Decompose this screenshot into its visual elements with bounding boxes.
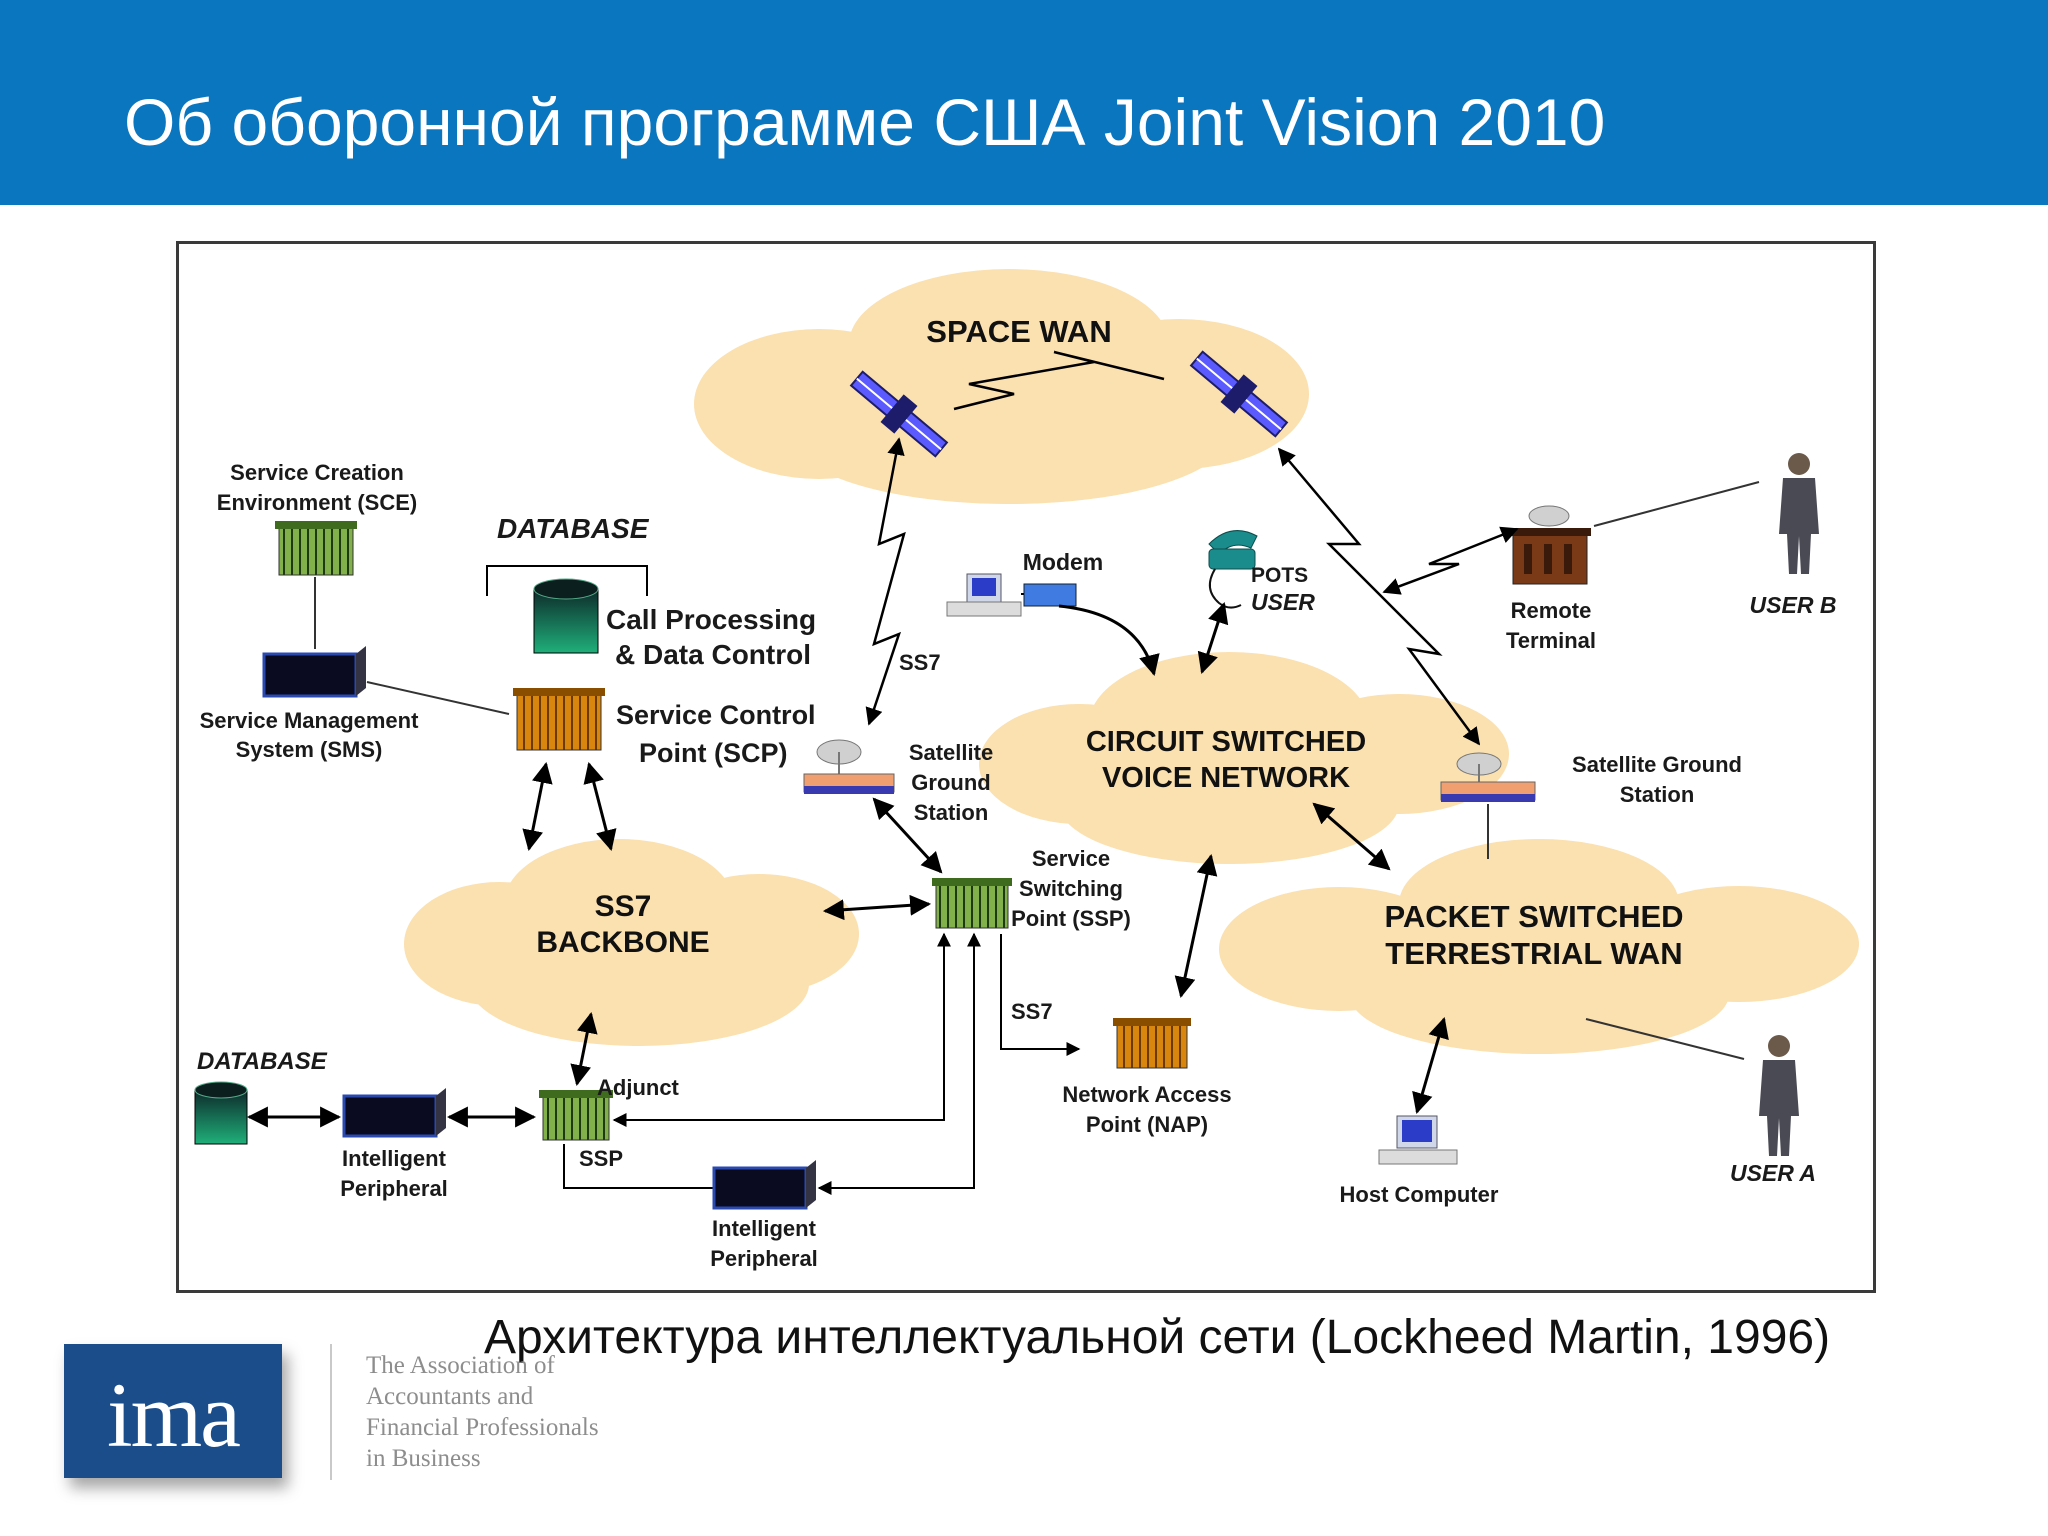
modem-label: Modem (1023, 549, 1104, 575)
org-line: in Business (366, 1445, 481, 1472)
sms-terminal-icon (262, 646, 366, 698)
remote-terminal-label-line1: Remote (1511, 598, 1592, 623)
organization-name: The Association of Accountants and Finan… (366, 1350, 666, 1474)
user-a-connector (1585, 1018, 1745, 1060)
remote-terminal-icon (1509, 505, 1591, 585)
org-line: The Association of (366, 1352, 555, 1379)
ss7-adjunct-arrow (570, 1011, 598, 1087)
remote-terminal-label-line2: Terminal (1506, 628, 1596, 653)
user-b-connector (1593, 481, 1760, 527)
database-bottom-icon (194, 1081, 248, 1145)
ip-bottom-label-line2: Peripheral (710, 1246, 818, 1271)
cpdc-label-line2: & Data Control (615, 639, 811, 670)
adjunct-ssp-building-icon (539, 1090, 613, 1141)
sms-label-line2: System (SMS) (236, 737, 383, 762)
org-line: Accountants and (366, 1383, 534, 1410)
ss7-lower-label: SS7 (1011, 999, 1053, 1024)
satellite-ground-station-left-icon (803, 739, 895, 794)
ss7-ssp-arrow (822, 894, 932, 921)
nap-building-icon (1113, 1018, 1191, 1069)
station-ssp-arrow (872, 797, 943, 874)
user-b-person-icon (1779, 453, 1819, 574)
scp-building-icon (513, 688, 605, 751)
space-wan-label: SPACE WAN (926, 314, 1111, 349)
database-top-label: DATABASE (497, 513, 650, 544)
circuit-switched-label-line1: CIRCUIT SWITCHED (1086, 726, 1366, 758)
pots-label-line2: USER (1251, 589, 1315, 615)
ss7-backbone-label-line2: BACKBONE (536, 926, 709, 959)
sce-label-line2: Environment (SCE) (217, 490, 417, 515)
telephone-icon (1208, 530, 1258, 609)
circuit-nap-arrow (1174, 853, 1218, 999)
diagram-frame: SPACE WAN CIRCUIT SWITCHED VOICE NETWORK… (176, 241, 1876, 1293)
sms-scp-connector (366, 681, 510, 715)
ip-bottom-ssp-link (817, 932, 981, 1195)
circuit-switched-label-line2: VOICE NETWORK (1102, 762, 1350, 794)
ssp-small-label: SSP (579, 1146, 623, 1171)
sgs-left-label-line2: Ground (911, 770, 990, 795)
database-bottom-label: DATABASE (197, 1048, 328, 1075)
ssp-label-line3: Point (SSP) (1011, 906, 1131, 931)
ima-logo: ima (64, 1344, 282, 1478)
nap-label-line1: Network Access (1062, 1082, 1231, 1107)
ip-bottom-label-line1: Intelligent (712, 1216, 817, 1241)
adjunct-label: Adjunct (597, 1075, 680, 1100)
cpdc-label-line1: Call Processing (606, 604, 816, 635)
satellite-link (953, 350, 1165, 411)
scp-label-line2: Point (SCP) (639, 738, 788, 768)
ima-logo-mark: ima (107, 1364, 241, 1466)
user-a-person-icon (1759, 1035, 1799, 1156)
nap-label-line2: Point (NAP) (1086, 1112, 1208, 1137)
sgs-left-label-line3: Station (914, 800, 989, 825)
packet-host-arrow (1412, 1016, 1449, 1115)
intelligent-peripheral-bottom-icon (712, 1160, 816, 1210)
org-line: Financial Professionals (366, 1414, 599, 1441)
ssp-label-line1: Service (1032, 846, 1110, 871)
header-bar: Об оборонной программе США Joint Vision … (0, 0, 2048, 205)
page-title: Об оборонной программе США Joint Vision … (124, 85, 1606, 159)
modem-circuit-arrow (1058, 604, 1160, 677)
space-to-right-station-link (1277, 447, 1481, 746)
remote-terminal-link (1382, 526, 1519, 595)
scp-ss7-arrow-right (583, 761, 617, 852)
pots-circuit-arrow (1197, 602, 1229, 674)
circuit-packet-arrow (1312, 802, 1391, 871)
ip-left-label-line2: Peripheral (340, 1176, 448, 1201)
satellite-left-icon (849, 370, 949, 458)
network-architecture-diagram: SPACE WAN CIRCUIT SWITCHED VOICE NETWORK… (194, 269, 1859, 1271)
intelligent-peripheral-left-icon (342, 1088, 446, 1138)
diagram-caption: Архитектура интеллектуальной сети (Lockh… (484, 1311, 1831, 1364)
user-a-label: USER A (1730, 1160, 1816, 1186)
ss7-backbone-label-line1: SS7 (595, 890, 652, 923)
modem-computer-icon (946, 573, 1077, 617)
host-computer-label: Host Computer (1340, 1182, 1499, 1207)
user-b-label: USER B (1750, 592, 1837, 618)
ssp-building-icon (932, 878, 1012, 929)
ss7-upper-link (865, 437, 906, 726)
database-top-icon (533, 578, 599, 654)
cloud-circuit-switched (979, 652, 1509, 864)
packet-switched-label-line2: TERRESTRIAL WAN (1385, 936, 1682, 971)
packet-switched-label-line1: PACKET SWITCHED (1384, 899, 1683, 934)
sce-building-icon (275, 521, 357, 576)
database-bracket (486, 565, 648, 596)
satellite-ground-station-right-icon (1440, 752, 1536, 802)
scp-ss7-arrow-left (522, 761, 553, 852)
scp-label-line1: Service Control (616, 700, 816, 730)
ss7-upper-label: SS7 (899, 650, 941, 675)
sce-label-line1: Service Creation (230, 460, 404, 485)
host-computer-icon (1378, 1115, 1458, 1165)
pots-label-line1: POTS (1251, 564, 1308, 587)
satellite-right-icon (1189, 350, 1289, 438)
ip-left-label-line1: Intelligent (342, 1146, 447, 1171)
sms-label-line1: Service Management (200, 708, 420, 733)
logo-divider (330, 1344, 332, 1480)
sgs-left-label-line1: Satellite (909, 740, 993, 765)
sgs-right-label-line1: Satellite Ground (1572, 752, 1742, 777)
adjunct-ip-bottom-link (563, 1144, 719, 1189)
sgs-right-label-line2: Station (1620, 782, 1695, 807)
ssp-label-line2: Switching (1019, 876, 1123, 901)
ssp-nap-link (1000, 934, 1081, 1056)
